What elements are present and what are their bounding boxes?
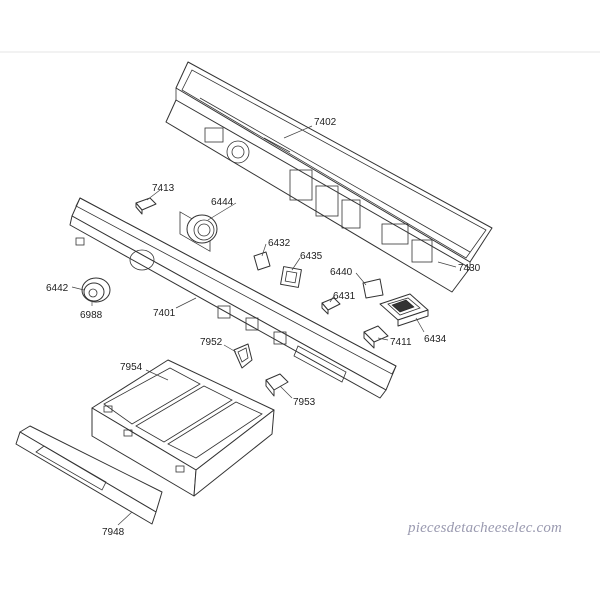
part-siphon-7952: [233, 343, 253, 369]
part-clip-7413: [135, 197, 157, 215]
label-7430: 7430: [458, 263, 481, 274]
part-display-6434: [379, 293, 429, 327]
label-6431: 6431: [333, 291, 356, 302]
part-button-6431: [321, 297, 341, 315]
part-drawer-front-7948: [15, 425, 163, 525]
part-button-6432: [253, 251, 271, 271]
part-drawer-7954: [91, 359, 275, 497]
label-7402: 7402: [314, 117, 337, 128]
label-7401: 7401: [153, 308, 176, 319]
label-7413: 7413: [152, 183, 175, 194]
label-6434: 6434: [424, 334, 447, 345]
part-cap-7953: [265, 373, 289, 397]
label-7411: 7411: [390, 337, 412, 348]
label-6432: 6432: [268, 238, 291, 249]
label-7948: 7948: [102, 527, 125, 538]
leader-lines: [71, 125, 457, 526]
label-6444: 6444: [211, 197, 234, 208]
label-6435: 6435: [300, 251, 323, 262]
part-control-board-7402: [165, 61, 493, 293]
label-6988: 6988: [80, 310, 103, 321]
watermark-text: piecesdetacheeselec.com: [408, 520, 563, 536]
label-6440: 6440: [330, 267, 353, 278]
part-switch-6435: [280, 266, 302, 288]
label-6442: 6442: [46, 283, 69, 294]
part-labels: 7402 7413 6444 6432 6435 6440 7430 6442 …: [46, 117, 481, 538]
part-control-panel-7401: [69, 197, 397, 399]
part-lens-6440: [362, 278, 384, 299]
label-7953: 7953: [293, 397, 316, 408]
label-7954: 7954: [120, 362, 143, 373]
part-bezel-7411: [363, 325, 389, 349]
part-selector-ring-6444: [186, 214, 218, 244]
part-knob-6442: [81, 277, 111, 303]
label-7952: 7952: [200, 337, 223, 348]
